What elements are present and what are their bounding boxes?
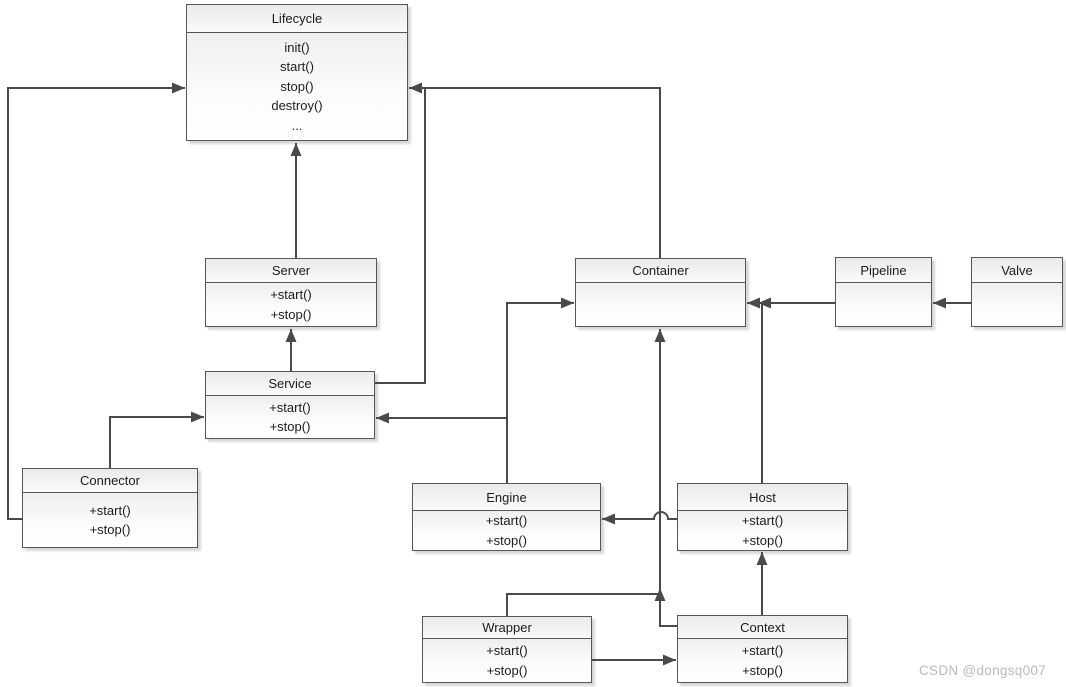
class-methods-host: +start() +stop()	[678, 511, 847, 550]
class-methods-valve	[972, 283, 1062, 326]
class-methods-context: +start() +stop()	[678, 639, 847, 682]
edge-container-to-lifecycle	[409, 82, 661, 258]
method-label: +start()	[741, 513, 784, 528]
method-label: +start()	[270, 287, 312, 302]
class-title-container: Container	[576, 259, 745, 283]
watermark: CSDN @dongsq007	[918, 663, 1046, 678]
class-title-lifecycle: Lifecycle	[187, 5, 407, 33]
class-box-lifecycle: Lifecycle init() start() stop() destroy()...	[186, 4, 408, 141]
class-box-server: Server +start() +stop()	[205, 258, 377, 327]
method-label: +start()	[89, 502, 131, 518]
class-title-server: Server	[206, 259, 376, 283]
edge-context-to-container	[654, 329, 677, 627]
method-label: +stop()	[486, 532, 527, 548]
class-title-engine: Engine	[413, 484, 600, 511]
edge-wrapper-to-container-junction	[506, 588, 666, 616]
class-box-service: Service +start() +stop()	[205, 371, 375, 439]
class-methods-wrapper: +start() +stop()	[423, 639, 591, 682]
method-label: ...	[291, 117, 303, 133]
method-label: start()	[280, 59, 314, 75]
method-label: init()	[284, 39, 310, 55]
class-title-context: Context	[678, 616, 847, 639]
method-label: +stop()	[269, 419, 311, 434]
method-label: +start()	[269, 399, 311, 415]
method-label: +stop()	[742, 532, 783, 548]
class-title-wrapper: Wrapper	[423, 617, 591, 639]
class-box-engine: Engine +start() +stop()	[412, 483, 601, 551]
edge-host-to-engine	[602, 511, 677, 525]
class-title-pipeline: Pipeline	[836, 258, 931, 283]
class-methods-container	[576, 283, 745, 326]
method-label: +stop()	[742, 662, 783, 678]
class-title-service: Service	[206, 372, 374, 396]
class-methods-lifecycle: init() start() stop() destroy()...	[187, 33, 407, 140]
class-box-container: Container	[575, 258, 746, 327]
edge-connector-to-lifecycle	[7, 82, 185, 520]
edge-engine-to-container	[506, 297, 574, 483]
class-methods-service: +start() +stop()	[206, 396, 374, 438]
method-label: +stop()	[486, 662, 528, 678]
class-box-valve: Valve	[971, 257, 1063, 327]
method-label: stop()	[280, 78, 314, 94]
class-box-host: Host +start() +stop()	[677, 483, 848, 551]
class-title-valve: Valve	[972, 258, 1062, 283]
class-methods-connector: +start() +stop()	[23, 493, 197, 547]
method-label: +start()	[486, 643, 528, 658]
edge-host-to-container	[747, 297, 763, 483]
class-methods-server: +start() +stop()	[206, 283, 376, 326]
class-box-context: Context +start() +stop()	[677, 615, 848, 683]
method-label: +stop()	[89, 522, 131, 537]
method-label: +stop()	[270, 306, 312, 322]
method-label: +start()	[741, 643, 784, 658]
class-title-host: Host	[678, 484, 847, 511]
class-box-wrapper: Wrapper +start() +stop()	[422, 616, 592, 683]
method-label: destroy()	[271, 98, 323, 114]
class-box-pipeline: Pipeline	[835, 257, 932, 327]
class-methods-pipeline	[836, 283, 931, 326]
edge-connector-to-service	[109, 411, 204, 468]
method-label: +start()	[485, 513, 528, 528]
class-title-connector: Connector	[23, 469, 197, 493]
class-box-connector: Connector +start() +stop()	[22, 468, 198, 548]
class-methods-engine: +start() +stop()	[413, 511, 600, 550]
